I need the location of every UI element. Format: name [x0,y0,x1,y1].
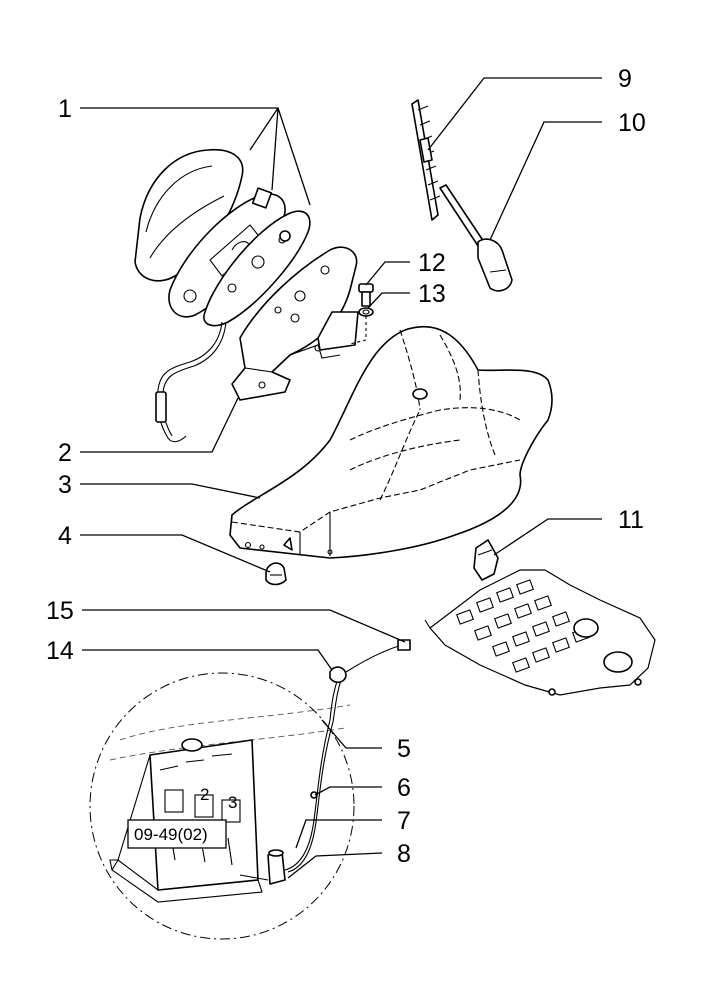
leader-10 [489,121,602,241]
callout-10: 10 [618,109,646,137]
wiper-blade [411,99,441,221]
reference-box: 09-49(02) [127,819,227,849]
floor-panel [424,539,656,696]
leader-14 [82,649,333,671]
leader-8 [287,852,383,879]
callout-1: 1 [58,95,72,123]
callout-7: 7 [397,807,411,835]
leader-5 [321,719,382,749]
reference-box-label: 09-49(02) [134,825,208,844]
leader-7 [295,819,382,849]
leader-15 [82,609,406,643]
leader-2 [80,397,239,453]
leader-12 [365,261,410,286]
leader-11 [493,518,602,556]
callout-14: 14 [46,637,74,665]
leader-4 [80,534,271,573]
wiper-arm [439,184,513,292]
callout-8: 8 [397,840,411,868]
callout-13: 13 [418,280,446,308]
mounting-bracket [231,246,359,401]
callout-4: 4 [58,522,72,550]
callout-5: 5 [397,735,411,763]
callout-2: 2 [58,439,72,467]
tank-number-3: 3 [228,793,237,812]
callout-6: 6 [397,774,411,802]
leader-lines [80,77,602,879]
washer-nozzle [265,562,287,586]
leader-9 [427,77,602,151]
tank-number-2: 2 [200,785,209,804]
bolt-and-washer [349,283,374,345]
callout-11: 11 [618,506,644,534]
callout-12: 12 [418,249,446,277]
callout-15: 15 [46,597,74,625]
leader-1 [80,107,311,206]
leader-13 [367,292,410,309]
callout-9: 9 [618,65,632,93]
callout-3: 3 [58,471,72,499]
washer-reservoir-detail: 2 3 [89,639,411,940]
leader-6 [314,786,382,796]
callout-numbers: 1 2 3 4 5 6 7 8 9 10 11 12 13 14 15 [46,65,646,868]
seat-shell [229,325,553,559]
wiper-motor-assembly [134,149,311,443]
leader-3 [80,483,261,499]
